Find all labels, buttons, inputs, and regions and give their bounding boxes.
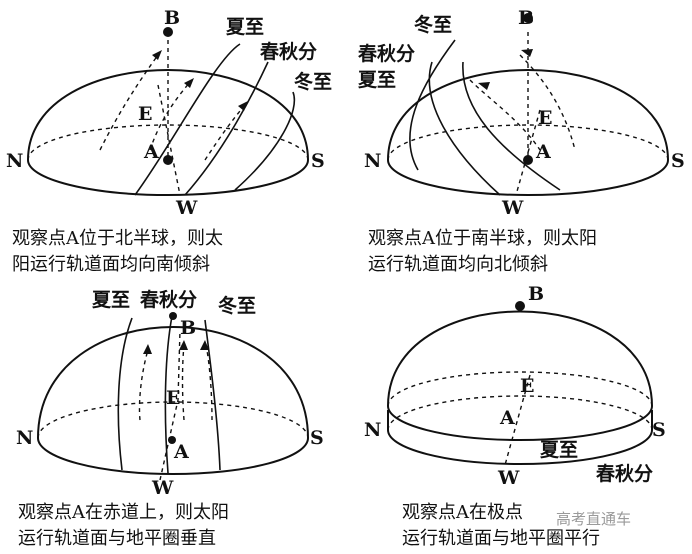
arrow-icon bbox=[179, 340, 188, 350]
label-equinox: 春秋分 bbox=[260, 40, 317, 63]
label-e: E bbox=[166, 387, 180, 409]
label-e: E bbox=[520, 375, 534, 397]
panel-equator: B E A N S W 夏至 春秋分 冬至 观察点A在赤道上，则太阳 运行轨道面… bbox=[16, 288, 324, 549]
label-summer-solstice: 夏至 bbox=[358, 69, 396, 91]
arrow-icon bbox=[200, 340, 209, 350]
label-s: S bbox=[310, 427, 324, 449]
label-w: W bbox=[501, 197, 524, 219]
equinox-path-lower bbox=[387, 410, 653, 430]
sun-path-equinox bbox=[164, 315, 173, 474]
label-e: E bbox=[538, 107, 552, 129]
label-equinox: 春秋分 bbox=[596, 462, 653, 485]
sun-path-summer bbox=[134, 43, 241, 196]
arrow-icon bbox=[143, 344, 152, 354]
caption-line-2: 运行轨道面与地平圈垂直 bbox=[18, 528, 216, 549]
dome-outline bbox=[387, 310, 653, 407]
label-w: W bbox=[175, 197, 198, 219]
sun-path-back bbox=[469, 79, 541, 151]
label-winter-solstice: 冬至 bbox=[218, 294, 256, 317]
sun-path-equinox bbox=[428, 61, 501, 196]
label-n: N bbox=[16, 427, 33, 449]
caption-line-1: 观察点A位于北半球，则太 bbox=[12, 228, 223, 249]
caption-line-2: 运行轨道面与地平圈平行 bbox=[402, 528, 600, 549]
label-equinox: 春秋分 bbox=[358, 42, 415, 65]
horizon-front-arc bbox=[27, 159, 309, 196]
horizon-back-arc bbox=[387, 395, 653, 431]
sun-path-winter-back bbox=[204, 104, 246, 161]
panel-north-hemisphere: B E A N S W 夏至 春秋分 冬至 观察点A位于北半球，则太 阳运行轨道… bbox=[6, 7, 332, 275]
observer-point bbox=[523, 155, 533, 165]
zenith-point bbox=[515, 301, 525, 311]
label-a: A bbox=[173, 441, 189, 463]
dome-outline bbox=[27, 69, 309, 161]
caption-line-2: 运行轨道面均向北倾斜 bbox=[368, 254, 548, 275]
east-west-line bbox=[159, 329, 181, 481]
caption-line-1: 观察点A在赤道上，则太阳 bbox=[18, 502, 229, 523]
arrow-icon bbox=[152, 50, 162, 60]
label-a: A bbox=[499, 407, 515, 429]
dome-outline bbox=[37, 326, 309, 439]
label-b: B bbox=[518, 7, 534, 29]
label-summer-solstice: 夏至 bbox=[226, 16, 264, 38]
label-b: B bbox=[528, 283, 544, 305]
caption-line-1: 观察点A位于南半球，则太阳 bbox=[368, 228, 597, 249]
observer-point bbox=[168, 436, 176, 444]
east-west-line bbox=[515, 109, 541, 196]
sun-path-equinox bbox=[387, 429, 653, 465]
sun-path-winter bbox=[409, 39, 456, 171]
observer-point bbox=[163, 155, 173, 165]
label-b: B bbox=[164, 7, 180, 29]
label-n: N bbox=[364, 150, 381, 172]
arrow-icon bbox=[238, 101, 248, 111]
label-winter-solstice: 冬至 bbox=[294, 70, 332, 93]
zenith-point bbox=[523, 13, 533, 23]
east-west-line bbox=[157, 84, 181, 196]
label-w: W bbox=[151, 477, 174, 499]
sun-path-winter bbox=[204, 319, 221, 471]
zenith-point bbox=[163, 27, 173, 37]
sun-path-back-2 bbox=[519, 54, 576, 151]
sun-path-back-summer bbox=[138, 349, 149, 421]
sun-path-summer bbox=[117, 317, 133, 471]
label-summer-solstice: 夏至 bbox=[540, 439, 578, 461]
label-n: N bbox=[6, 150, 23, 172]
label-equinox: 春秋分 bbox=[140, 288, 197, 311]
sun-path-equinox-back bbox=[149, 81, 191, 151]
arrow-icon bbox=[184, 78, 194, 88]
label-summer-solstice: 夏至 bbox=[92, 289, 130, 311]
sun-path-back-equinox bbox=[181, 344, 185, 421]
label-s: S bbox=[652, 419, 666, 441]
sun-path-summer bbox=[462, 61, 561, 191]
sun-path-winter bbox=[234, 91, 296, 191]
label-n: N bbox=[364, 419, 381, 441]
label-s: S bbox=[311, 150, 325, 172]
label-s: S bbox=[671, 150, 685, 172]
label-a: A bbox=[143, 141, 159, 163]
horizon-front-arc bbox=[37, 437, 309, 475]
dome-outline bbox=[387, 69, 669, 161]
caption-line-1: 观察点A在极点 bbox=[402, 502, 523, 523]
label-b: B bbox=[180, 317, 196, 339]
horizon-front-arc bbox=[387, 159, 669, 196]
arrow-icon bbox=[521, 49, 533, 57]
sun-path-equinox bbox=[184, 61, 269, 196]
panel-south-hemisphere: B E A N S W 冬至 春秋分 夏至 观察点A位于南半球，则太阳 运行轨道… bbox=[358, 7, 685, 275]
arrow-icon bbox=[478, 82, 490, 90]
watermark-text: 高考直通车 bbox=[556, 510, 631, 528]
horizon-back-arc bbox=[37, 401, 309, 439]
label-a: A bbox=[535, 141, 551, 163]
caption-line-2: 阳运行轨道面均向南倾斜 bbox=[12, 254, 210, 275]
label-w: W bbox=[497, 467, 520, 489]
zenith-point bbox=[169, 312, 177, 320]
label-winter-solstice: 冬至 bbox=[414, 13, 452, 36]
sun-path-summer bbox=[387, 405, 653, 441]
label-e: E bbox=[138, 103, 152, 125]
panel-pole: B E A N S W 夏至 春秋分 观察点A在极点 运行轨道面与地平圈平行 高… bbox=[364, 283, 666, 549]
